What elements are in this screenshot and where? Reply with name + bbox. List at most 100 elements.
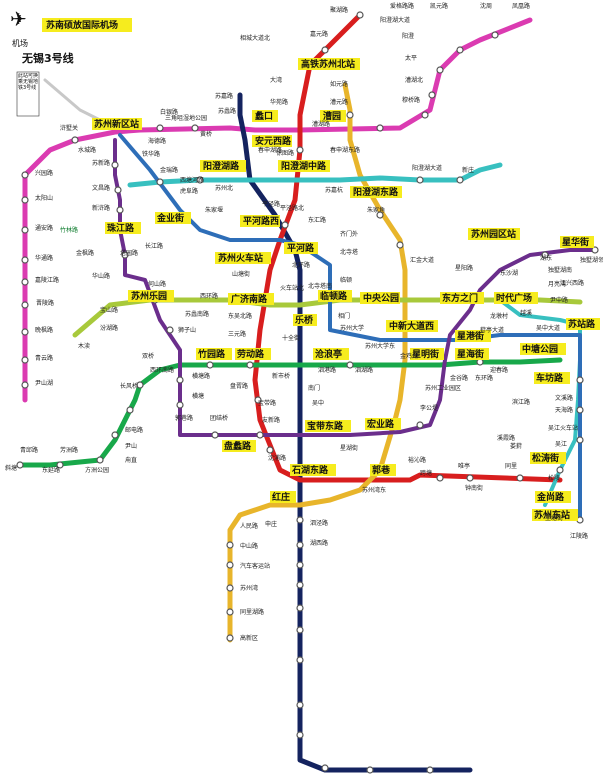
station-label[interactable]: 竹林路 <box>60 226 78 234</box>
station-dot[interactable] <box>226 608 234 616</box>
hub-label[interactable]: 星港街 <box>455 330 491 342</box>
hub-label[interactable]: 平河路 <box>284 242 318 254</box>
station-label[interactable]: 华苑路 <box>270 98 288 106</box>
station-label[interactable]: 铁华路 <box>142 150 160 158</box>
hub-label[interactable]: 珠江路 <box>105 222 141 234</box>
station-label[interactable]: 大湾 <box>270 76 282 84</box>
station-label[interactable]: 新庄 <box>462 166 474 174</box>
hub-label[interactable]: 星明街 <box>410 348 444 360</box>
station-label[interactable]: 汾湖路 <box>100 324 118 332</box>
station-label[interactable]: 星阳路 <box>455 264 473 272</box>
station-label[interactable]: 龙墩村 <box>490 312 508 320</box>
station-label[interactable]: 迎春路 <box>490 366 508 374</box>
hub-label[interactable]: 苏州火车站 <box>215 252 271 264</box>
station-dot[interactable] <box>136 381 144 389</box>
station-dot[interactable] <box>296 656 304 664</box>
station-dot[interactable] <box>456 176 464 184</box>
station-dot[interactable] <box>56 461 64 469</box>
station-label[interactable]: 横塘 <box>192 392 204 400</box>
station-dot[interactable] <box>591 246 599 254</box>
station-dot[interactable] <box>296 626 304 634</box>
hub-label[interactable]: 竹园路 <box>196 348 232 360</box>
station-label[interactable]: 阳澄湖大道 <box>380 16 410 24</box>
station-dot[interactable] <box>256 431 264 439</box>
station-dot[interactable] <box>356 11 364 19</box>
station-label[interactable]: 东环路 <box>475 374 493 382</box>
station-label[interactable]: 嘉元路 <box>310 30 328 38</box>
station-label[interactable]: 唯亭 <box>458 462 470 470</box>
station-label[interactable]: 文溪路 <box>555 394 573 402</box>
station-label[interactable]: 泗港路 <box>318 366 336 374</box>
station-label[interactable]: 相城大道北 <box>240 34 270 42</box>
station-dot[interactable] <box>114 186 122 194</box>
station-label[interactable]: 穆桥路 <box>402 96 420 104</box>
station-label[interactable]: 嘉陵江路 <box>35 276 59 284</box>
station-dot[interactable] <box>421 111 429 119</box>
hub-label[interactable]: 苏州园区站 <box>468 228 520 240</box>
station-label[interactable]: 斜塘 <box>5 464 17 472</box>
station-label[interactable]: 虎阜路 <box>180 187 198 195</box>
station-label[interactable]: 东延路 <box>42 466 60 474</box>
hub-label[interactable]: 广济南路 <box>228 293 274 305</box>
station-label[interactable]: 邮电路 <box>125 426 143 434</box>
station-label[interactable]: 西环南路 <box>150 366 174 374</box>
line-4[interactable] <box>237 92 473 773</box>
station-label[interactable]: 尹山 <box>125 442 137 450</box>
station-dot[interactable] <box>491 31 499 39</box>
station-label[interactable]: 平泾路北 <box>280 204 304 212</box>
station-label[interactable]: 沈周 <box>480 2 492 10</box>
station-label[interactable]: 苏州大学东 <box>365 342 395 350</box>
station-label[interactable]: 相门 <box>338 312 350 320</box>
station-label[interactable]: 泗泾路 <box>310 519 328 527</box>
station-dot[interactable] <box>121 251 129 259</box>
station-dot[interactable] <box>456 46 464 54</box>
station-dot[interactable] <box>21 256 29 264</box>
station-dot[interactable] <box>416 421 424 429</box>
station-label[interactable]: 苏州工业园区 <box>425 384 461 392</box>
hub-label[interactable]: 临顿路 <box>318 290 352 302</box>
hub-label[interactable]: 安元西路 <box>252 135 292 147</box>
station-dot[interactable] <box>111 431 119 439</box>
station-label[interactable]: 三角咀湿地公园 <box>165 114 207 122</box>
station-dot[interactable] <box>541 251 549 259</box>
station-label[interactable]: 山塘街 <box>232 270 250 278</box>
station-label[interactable]: 临顿 <box>340 276 352 284</box>
station-dot[interactable] <box>126 406 134 414</box>
station-dot[interactable] <box>116 206 124 214</box>
station-label[interactable]: 苏嘉路 <box>215 92 233 100</box>
station-dot[interactable] <box>428 91 436 99</box>
hub-label[interactable]: 苏州东站 <box>532 509 578 521</box>
station-dot[interactable] <box>281 221 289 229</box>
station-dot[interactable] <box>111 161 119 169</box>
hub-label[interactable]: 阳澄湖中路 <box>278 160 330 172</box>
station-label[interactable]: 北环路 <box>292 261 310 269</box>
station-dot[interactable] <box>176 376 184 384</box>
station-label[interactable]: 朱家角 <box>367 206 385 214</box>
station-label[interactable]: 星湖街 <box>340 444 358 452</box>
station-label[interactable]: 青邱路 <box>20 446 38 454</box>
station-label[interactable]: 春申湖东路 <box>330 146 360 154</box>
station-label[interactable]: 葑亭大道 <box>480 326 504 334</box>
station-label[interactable]: 西塘河路 <box>180 176 204 184</box>
station-label[interactable]: 海德路 <box>148 137 166 145</box>
station-label[interactable]: 东吴北路 <box>228 312 252 320</box>
station-label[interactable]: 如元路 <box>330 80 348 88</box>
station-dot[interactable] <box>296 541 304 549</box>
station-dot[interactable] <box>226 561 234 569</box>
hub-label[interactable]: 盘蠡路 <box>222 440 256 452</box>
station-label[interactable]: 苏嘉杭 <box>325 186 343 194</box>
hub-label[interactable]: 星华街 <box>560 236 594 248</box>
station-label[interactable]: 双桥 <box>142 352 154 360</box>
station-label[interactable]: 金瑞路 <box>160 166 178 174</box>
station-dot[interactable] <box>196 176 204 184</box>
station-label[interactable]: 太阳山 <box>35 194 53 202</box>
station-label[interactable]: 月亮湾 <box>548 280 566 288</box>
hub-label[interactable]: 金业街 <box>155 212 191 224</box>
station-label[interactable]: 黄桥 <box>200 130 212 138</box>
station-dot[interactable] <box>346 361 354 369</box>
hub-label[interactable]: 劳动路 <box>235 348 271 360</box>
station-label[interactable]: 滨江路 <box>512 398 530 406</box>
station-label[interactable]: 江兴西路 <box>560 279 584 287</box>
hub-label[interactable]: 中塘公园 <box>520 343 566 355</box>
station-label[interactable]: 白银路 <box>160 108 178 116</box>
